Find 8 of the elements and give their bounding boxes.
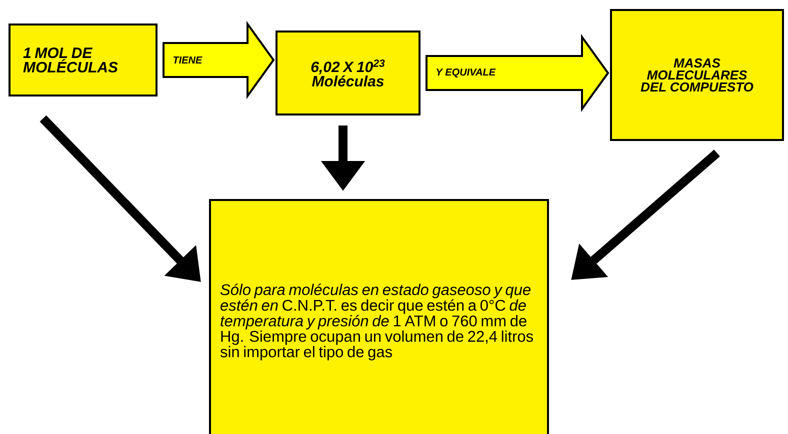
edge-label: TIENE [172,56,204,64]
block-arrow [162,20,275,100]
concept-box: MASAS MOLECULARES DEL COMPUESTO [610,9,784,141]
block-arrow [426,34,610,112]
concept-box: Sólo para moléculas en estado gaseoso y que estén en C.N.P.T. es decir que estén a 0°C de temperatura y presión de 1 ATM o 760 mm de Hg. Siempre ocupan un volumen de 22,4 litros sin importar el tipo de gas [209,199,549,434]
edge-label: Y EQUIVALE [434,68,497,78]
concept-box: 1 MOL DE MOLÉCULAS [8,24,158,96]
concept-box: 6,02 X 10$^{23}$ Moléculas [276,30,420,116]
